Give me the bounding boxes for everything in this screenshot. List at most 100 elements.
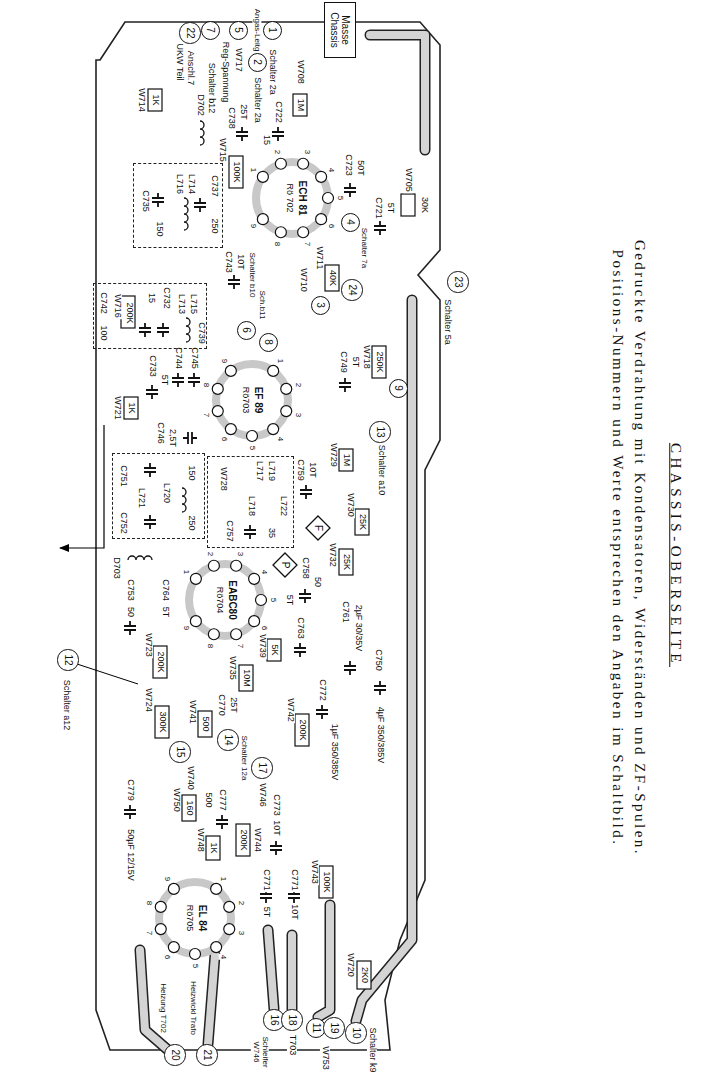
part-label: Schalter 5a — [442, 298, 452, 346]
pin-pad — [224, 901, 235, 912]
coil-symbol — [200, 121, 204, 145]
part-label: Rö705 — [184, 904, 194, 933]
trace — [318, 905, 330, 1017]
coil-part-label: L717 — [254, 460, 264, 482]
socket-ring — [189, 564, 261, 636]
part-label: 1K — [208, 841, 218, 854]
node-text: 12 — [63, 653, 74, 666]
pin-pad — [231, 560, 242, 571]
pin-number: 1 — [249, 167, 258, 173]
pin-pad — [323, 193, 334, 204]
callout-number: 7 — [201, 21, 220, 40]
pin-pad — [168, 942, 179, 953]
callout-number: 6 — [237, 321, 256, 340]
coil-part-label: L713 — [176, 293, 186, 315]
node-text: 21 — [202, 1048, 213, 1061]
part-label: Schalter a10 — [376, 444, 386, 497]
if-filter-can: C751150L720L721C752250 — [112, 453, 205, 539]
pin-number: 4 — [276, 436, 285, 442]
part-label: 1M — [341, 453, 351, 468]
coil-part-label: L716 — [174, 173, 184, 195]
if-filter-can: C735150L716L714C737250 — [133, 163, 223, 248]
part-label: C750 — [373, 648, 383, 672]
part-label: 25K — [341, 553, 351, 571]
resistor-symbol — [401, 194, 415, 216]
node-text: P — [280, 561, 291, 570]
part-label: 5T — [261, 906, 271, 919]
part-label: 25T — [238, 103, 248, 121]
part-label: UKW Teil — [174, 43, 184, 82]
part-label: C764 — [160, 578, 170, 602]
part-label: W741 — [187, 699, 197, 725]
trace — [287, 935, 298, 1009]
part-label: C777 — [217, 788, 227, 812]
pin-number: 7 — [145, 930, 154, 936]
callout-number: 20 — [164, 1044, 185, 1065]
pin-pad — [268, 424, 279, 435]
pin-pad — [275, 158, 286, 169]
pin-number: 4 — [259, 569, 268, 575]
part-label: C721 — [373, 196, 383, 220]
pin-pad — [298, 227, 309, 238]
capacitor-symbol — [272, 127, 284, 141]
capacitor-symbol — [236, 127, 248, 141]
resistor-symbol — [148, 89, 162, 111]
part-label: W753 — [320, 1045, 330, 1071]
trace — [356, 300, 412, 1021]
coil-symbol — [186, 318, 190, 342]
trace — [288, 935, 296, 1009]
capacitor-symbol — [339, 378, 351, 392]
part-label: W743 — [309, 859, 319, 885]
part-label: C749 — [338, 350, 348, 374]
part-label: Reg-Spannung — [220, 41, 230, 104]
pin-pad — [281, 406, 292, 417]
part-label: W720 — [345, 952, 355, 978]
node-text: 7 — [205, 26, 216, 34]
component-symbols — [121, 89, 415, 989]
pin-pad — [208, 560, 219, 571]
part-label: 300K — [157, 710, 167, 733]
coil-part-label: L719 — [266, 460, 276, 482]
part-label: 1µF 350/385V — [329, 723, 339, 782]
resistor-symbol — [198, 711, 212, 737]
node-text: 6 — [241, 326, 252, 334]
socket-ring — [256, 162, 328, 234]
if-filter-can: C742100W716200KC73215L713L715C739 — [93, 283, 207, 349]
capacitor-symbol — [300, 485, 312, 499]
pin-number: 9 — [182, 625, 191, 631]
part-label: C723 — [343, 153, 353, 177]
node-text: Masse Chassis — [329, 7, 351, 53]
pin-number: 6 — [259, 625, 268, 631]
resistor-symbol — [236, 824, 250, 856]
pin-number: 2 — [206, 551, 215, 557]
pin-pad — [257, 171, 268, 182]
pin-number: 3 — [236, 930, 245, 936]
part-label: EF 89 — [253, 386, 264, 415]
capacitor-symbol — [146, 385, 158, 399]
part-label: W721 — [112, 395, 122, 421]
pin-pad — [268, 365, 279, 376]
leader-line — [77, 664, 138, 684]
capacitor-symbol — [172, 373, 184, 387]
coil-part-label: 150 — [154, 220, 164, 237]
callout-number: 8 — [259, 333, 278, 352]
pin-pad — [224, 924, 235, 935]
node-text: 2 — [252, 58, 263, 66]
part-label: W717 — [233, 47, 243, 73]
callout-number: 24 — [341, 279, 362, 300]
resistor-symbol — [182, 795, 196, 821]
callout-number: 23 — [447, 271, 468, 292]
trace — [140, 950, 168, 1050]
pin-pad — [298, 158, 309, 169]
node-text: 24 — [347, 283, 358, 296]
part-label: 40K — [327, 269, 337, 287]
pin-number: 8 — [202, 382, 211, 388]
capacitor-symbol — [374, 221, 386, 235]
coil-part-label: W716 — [112, 293, 122, 319]
if-filter-can: W728L717L719L718L722C75735 — [207, 456, 294, 548]
pin-number: 2 — [236, 900, 245, 906]
part-label: C722 — [273, 100, 283, 124]
coil-part-label: L714 — [186, 173, 196, 195]
node-text: 22 — [185, 26, 196, 39]
pin-number: 3 — [293, 412, 302, 418]
